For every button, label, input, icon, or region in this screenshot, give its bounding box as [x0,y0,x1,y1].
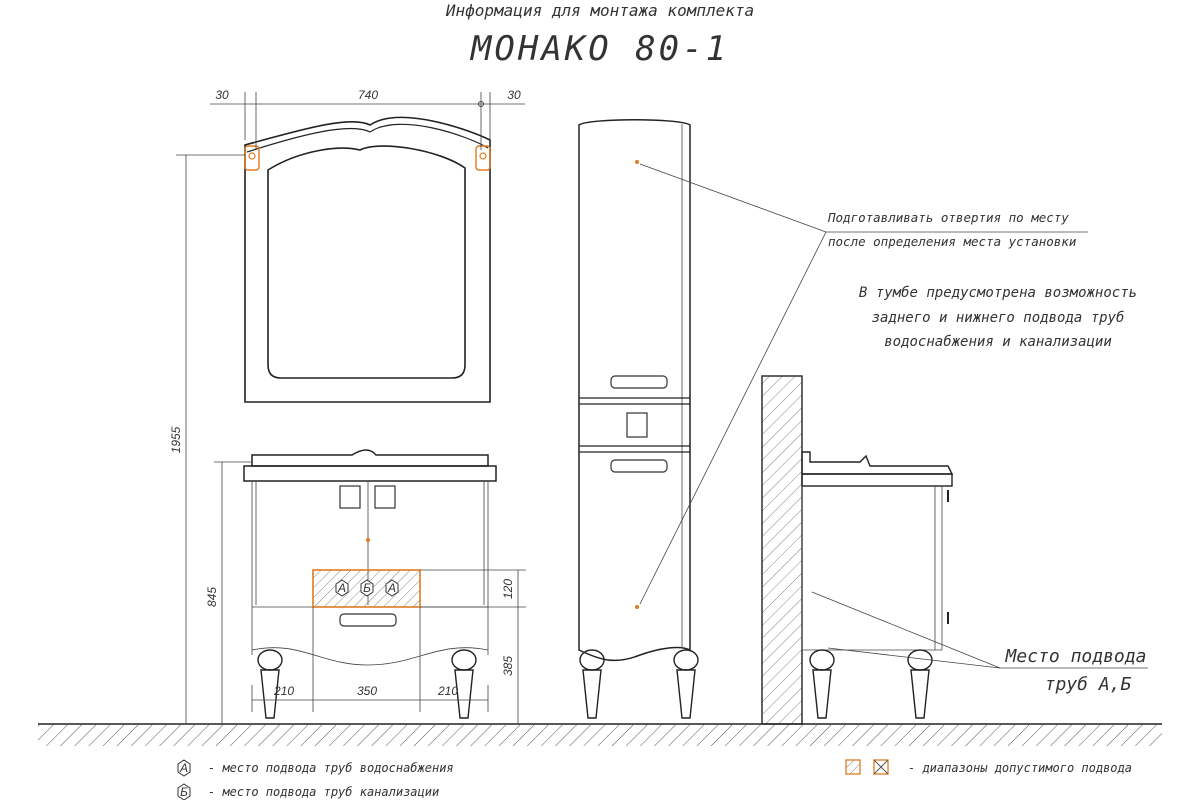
vanity-front: А Б А [243,449,497,719]
vanity-leg-right [451,649,477,719]
dim-mirror-side-right: 30 [507,88,521,102]
dim-span-right: 210 [437,684,458,698]
dim-span-middle: 350 [357,684,377,698]
note-connection-line1: Место подвода [1005,646,1147,667]
cabinet-leg-left [579,649,605,719]
marker-a-left: А [335,579,349,597]
marker-b-center: Б [360,579,374,597]
dim-span-left: 210 [273,684,294,698]
legend-b-text: - место подвода труб канализации [208,785,439,799]
svg-text:Б: Б [180,785,188,799]
total-height-dimension: 1955 [169,154,245,724]
vanity-leg-left [257,649,283,719]
drawing-title: МОНАКО 80-1 [470,29,729,69]
mirror [244,116,491,403]
dim-mirror-side-left: 30 [215,88,229,102]
dim-mirror-width: 740 [358,88,378,102]
svg-text:А: А [337,581,346,595]
side-leg-left [809,649,835,719]
vanity-side [801,451,954,719]
svg-text:А: А [179,761,188,775]
note-connection-line2: труб А,Б [1045,674,1132,695]
side-leg-right [907,649,933,719]
legend-a-text: - место подвода труб водоснабжения [208,761,454,775]
note-vanity-line1: В тумбе предусмотрена возможность [859,285,1137,301]
floor [38,723,1162,746]
drawing-subtitle: Информация для монтажа комплекта [445,1,754,20]
note-holes-line1: Подготавливать отвертия по месту [827,210,1069,225]
dim-total-height: 1955 [169,426,183,453]
hanger-left [244,145,260,171]
connection-leader-lines [811,591,1148,669]
note-vanity-line3: водоснабжения и канализации [884,334,1112,350]
legend-a: А - место подвода труб водоснабжения [177,759,454,777]
dim-zone-bottom: 385 [501,656,515,676]
dim-zone-height: 120 [501,579,515,599]
note-vanity-line2: заднего и нижнего подвода труб [872,310,1125,326]
bottom-span-dimensions: 210 350 210 [251,607,489,712]
holes-leader-lines [639,163,1088,605]
wall-section [761,375,803,725]
vanity-height-dimension: 845 [205,461,252,724]
legend-range: - диапазоны допустимого подвода [845,759,1132,775]
marker-a-right: А [385,579,399,597]
hanger-right [475,145,491,171]
legend-range-text: - диапазоны допустимого подвода [908,761,1132,775]
legend-b: Б - место подвода труб канализации [177,783,439,800]
svg-text:А: А [387,581,396,595]
svg-text:Б: Б [363,581,371,595]
note-holes-line2: после определения места установки [828,234,1077,249]
mirror-width-dimension: 30 740 30 [210,88,525,150]
dim-vanity-height: 845 [205,587,219,607]
tall-cabinet [578,119,699,719]
cabinet-leg-right [673,649,699,719]
zone-dimensions: 120 385 [420,569,526,724]
